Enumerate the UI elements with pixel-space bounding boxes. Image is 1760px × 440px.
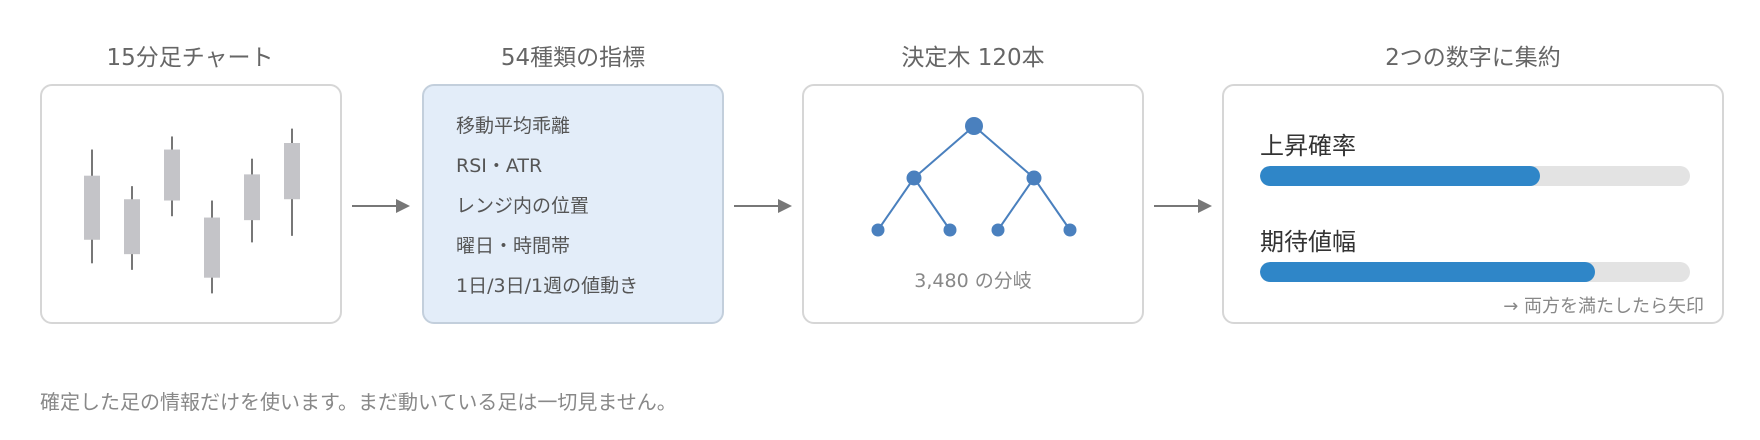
tree-node bbox=[1026, 170, 1042, 186]
flow-arrow-2 bbox=[734, 199, 792, 213]
indicator-item: RSI・ATR bbox=[456, 155, 543, 177]
tree-leaf-node bbox=[1063, 223, 1077, 237]
candle-body bbox=[124, 199, 140, 255]
tree-leaf-node bbox=[871, 223, 885, 237]
expected-range-bar-fill bbox=[1260, 262, 1596, 282]
candlestick-chart-box bbox=[40, 84, 342, 324]
candle-body bbox=[164, 149, 180, 201]
chart-step-title: 15分足チャート bbox=[106, 45, 274, 71]
tree-leaf-node bbox=[991, 223, 1005, 237]
aggregate-step-title: 2つの数字に集約 bbox=[1385, 45, 1561, 71]
indicator-item: 移動平均乖離 bbox=[456, 115, 571, 137]
trees-step-title: 決定木 120本 bbox=[901, 45, 1045, 71]
tree-root-node bbox=[965, 117, 983, 135]
tree-leaf-node bbox=[943, 223, 957, 237]
expected-range-label: 期待値幅 bbox=[1260, 228, 1356, 256]
candlestick-chart bbox=[84, 128, 300, 294]
up-probability-label: 上昇確率 bbox=[1260, 132, 1356, 160]
candle-body bbox=[244, 174, 260, 221]
decision-tree-diagram bbox=[871, 117, 1077, 237]
aggregate-box: 上昇確率 期待値幅 → 両方を満たしたら矢印 bbox=[1222, 84, 1724, 324]
indicator-item: レンジ内の位置 bbox=[456, 195, 590, 217]
flow-arrow-3 bbox=[1154, 199, 1212, 213]
indicator-item: 1日/3日/1週の値動き bbox=[456, 275, 639, 297]
candle-body bbox=[204, 217, 220, 278]
indicators-step-title: 54種類の指標 bbox=[500, 45, 646, 71]
tree-node bbox=[906, 170, 922, 186]
indicators-box: 移動平均乖離 RSI・ATR レンジ内の位置 曜日・時間帯 1日/3日/1週の値… bbox=[422, 84, 724, 324]
candle-body bbox=[84, 175, 100, 240]
footer-note: 確定した足の情報だけを使います。まだ動いている足は一切見ません。 bbox=[40, 390, 677, 414]
indicator-item: 曜日・時間帯 bbox=[456, 235, 571, 257]
tree-branch-count: 3,480 の分岐 bbox=[914, 270, 1032, 292]
up-probability-bar-fill bbox=[1260, 166, 1540, 186]
indicator-list: 移動平均乖離 RSI・ATR レンジ内の位置 曜日・時間帯 1日/3日/1週の値… bbox=[456, 114, 638, 314]
up-probability-bar bbox=[1260, 166, 1690, 186]
flow-arrow-1 bbox=[352, 199, 410, 213]
arrow-condition-note: → 両方を満たしたら矢印 bbox=[1503, 296, 1704, 317]
candle-body bbox=[284, 143, 300, 200]
decision-tree-box: 3,480 の分岐 bbox=[802, 84, 1144, 324]
expected-range-bar bbox=[1260, 262, 1690, 282]
